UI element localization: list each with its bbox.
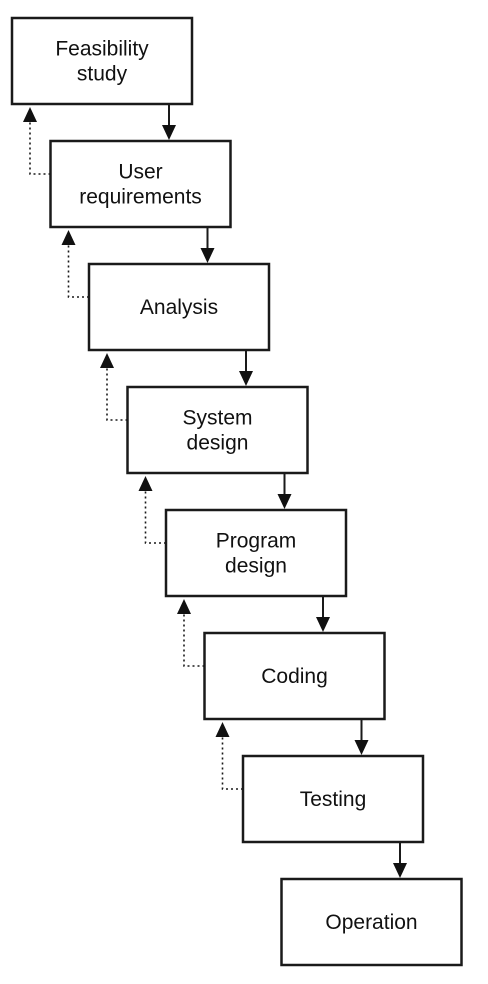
stage-box-operation (280, 877, 463, 967)
stage-label-user-requirements: User (118, 161, 162, 184)
stage-box-system-design (126, 385, 309, 475)
stage-label-system-design: design (187, 432, 249, 455)
forward-arrows (162, 104, 407, 878)
arrow-head-up (215, 722, 230, 737)
stage-label-user-requirements: requirements (79, 186, 202, 209)
arrow-head-up (61, 230, 76, 245)
forward-arrow-system-design-to-program-design (277, 473, 292, 509)
stage-box-coding (203, 631, 386, 721)
feedback-arrow-coding-to-program-design (177, 599, 205, 667)
stage-box-program-design (164, 508, 348, 598)
arrow-head-up (100, 353, 114, 368)
forward-arrow-program-design-to-coding (316, 596, 330, 632)
stage-label-coding: Coding (261, 665, 328, 688)
stage-analysis: Analysis (87, 262, 271, 352)
forward-arrow-testing-to-operation (393, 842, 407, 878)
stage-operation: Operation (280, 877, 463, 967)
forward-arrow-analysis-to-system-design (239, 350, 253, 386)
stage-testing: Testing (241, 754, 425, 844)
stage-label-system-design: System (182, 407, 252, 430)
forward-arrow-coding-to-testing (354, 719, 369, 755)
arrow-head-down (162, 125, 176, 140)
stage-label-program-design: design (225, 555, 287, 578)
forward-arrow-feasibility-study-to-user-requirements (162, 104, 176, 140)
arrow-head-down (200, 248, 215, 263)
feedback-arrow-user-requirements-to-feasibility-study (23, 107, 51, 175)
stage-label-analysis: Analysis (140, 296, 218, 319)
feedback-arrow-analysis-to-user-requirements (61, 230, 89, 298)
stage-coding: Coding (203, 631, 386, 721)
arrow-head-up (177, 599, 191, 614)
stage-label-program-design: Program (216, 530, 297, 553)
feedback-arrow-system-design-to-analysis (100, 353, 128, 421)
arrow-head-up (23, 107, 37, 122)
forward-arrow-user-requirements-to-analysis (200, 227, 215, 263)
stage-box-feasibility-study (10, 16, 194, 106)
stage-box-user-requirements (49, 139, 232, 229)
stage-label-operation: Operation (325, 911, 417, 934)
stage-label-feasibility-study: study (77, 63, 128, 86)
stage-box-testing (241, 754, 425, 844)
feedback-arrow-program-design-to-system-design (138, 476, 166, 544)
arrow-head-down (393, 863, 407, 878)
feedback-arrows (23, 107, 243, 790)
feedback-arrow-testing-to-coding (215, 722, 243, 790)
stage-label-feasibility-study: Feasibility (55, 38, 149, 61)
arrow-head-down (277, 494, 292, 509)
stage-box-analysis (87, 262, 271, 352)
arrow-head-down (316, 617, 330, 632)
arrow-head-up (138, 476, 153, 491)
arrow-head-down (354, 740, 369, 755)
stage-label-testing: Testing (300, 788, 367, 811)
stages: FeasibilitystudyUserrequirementsAnalysis… (10, 16, 463, 967)
arrow-head-down (239, 371, 253, 386)
